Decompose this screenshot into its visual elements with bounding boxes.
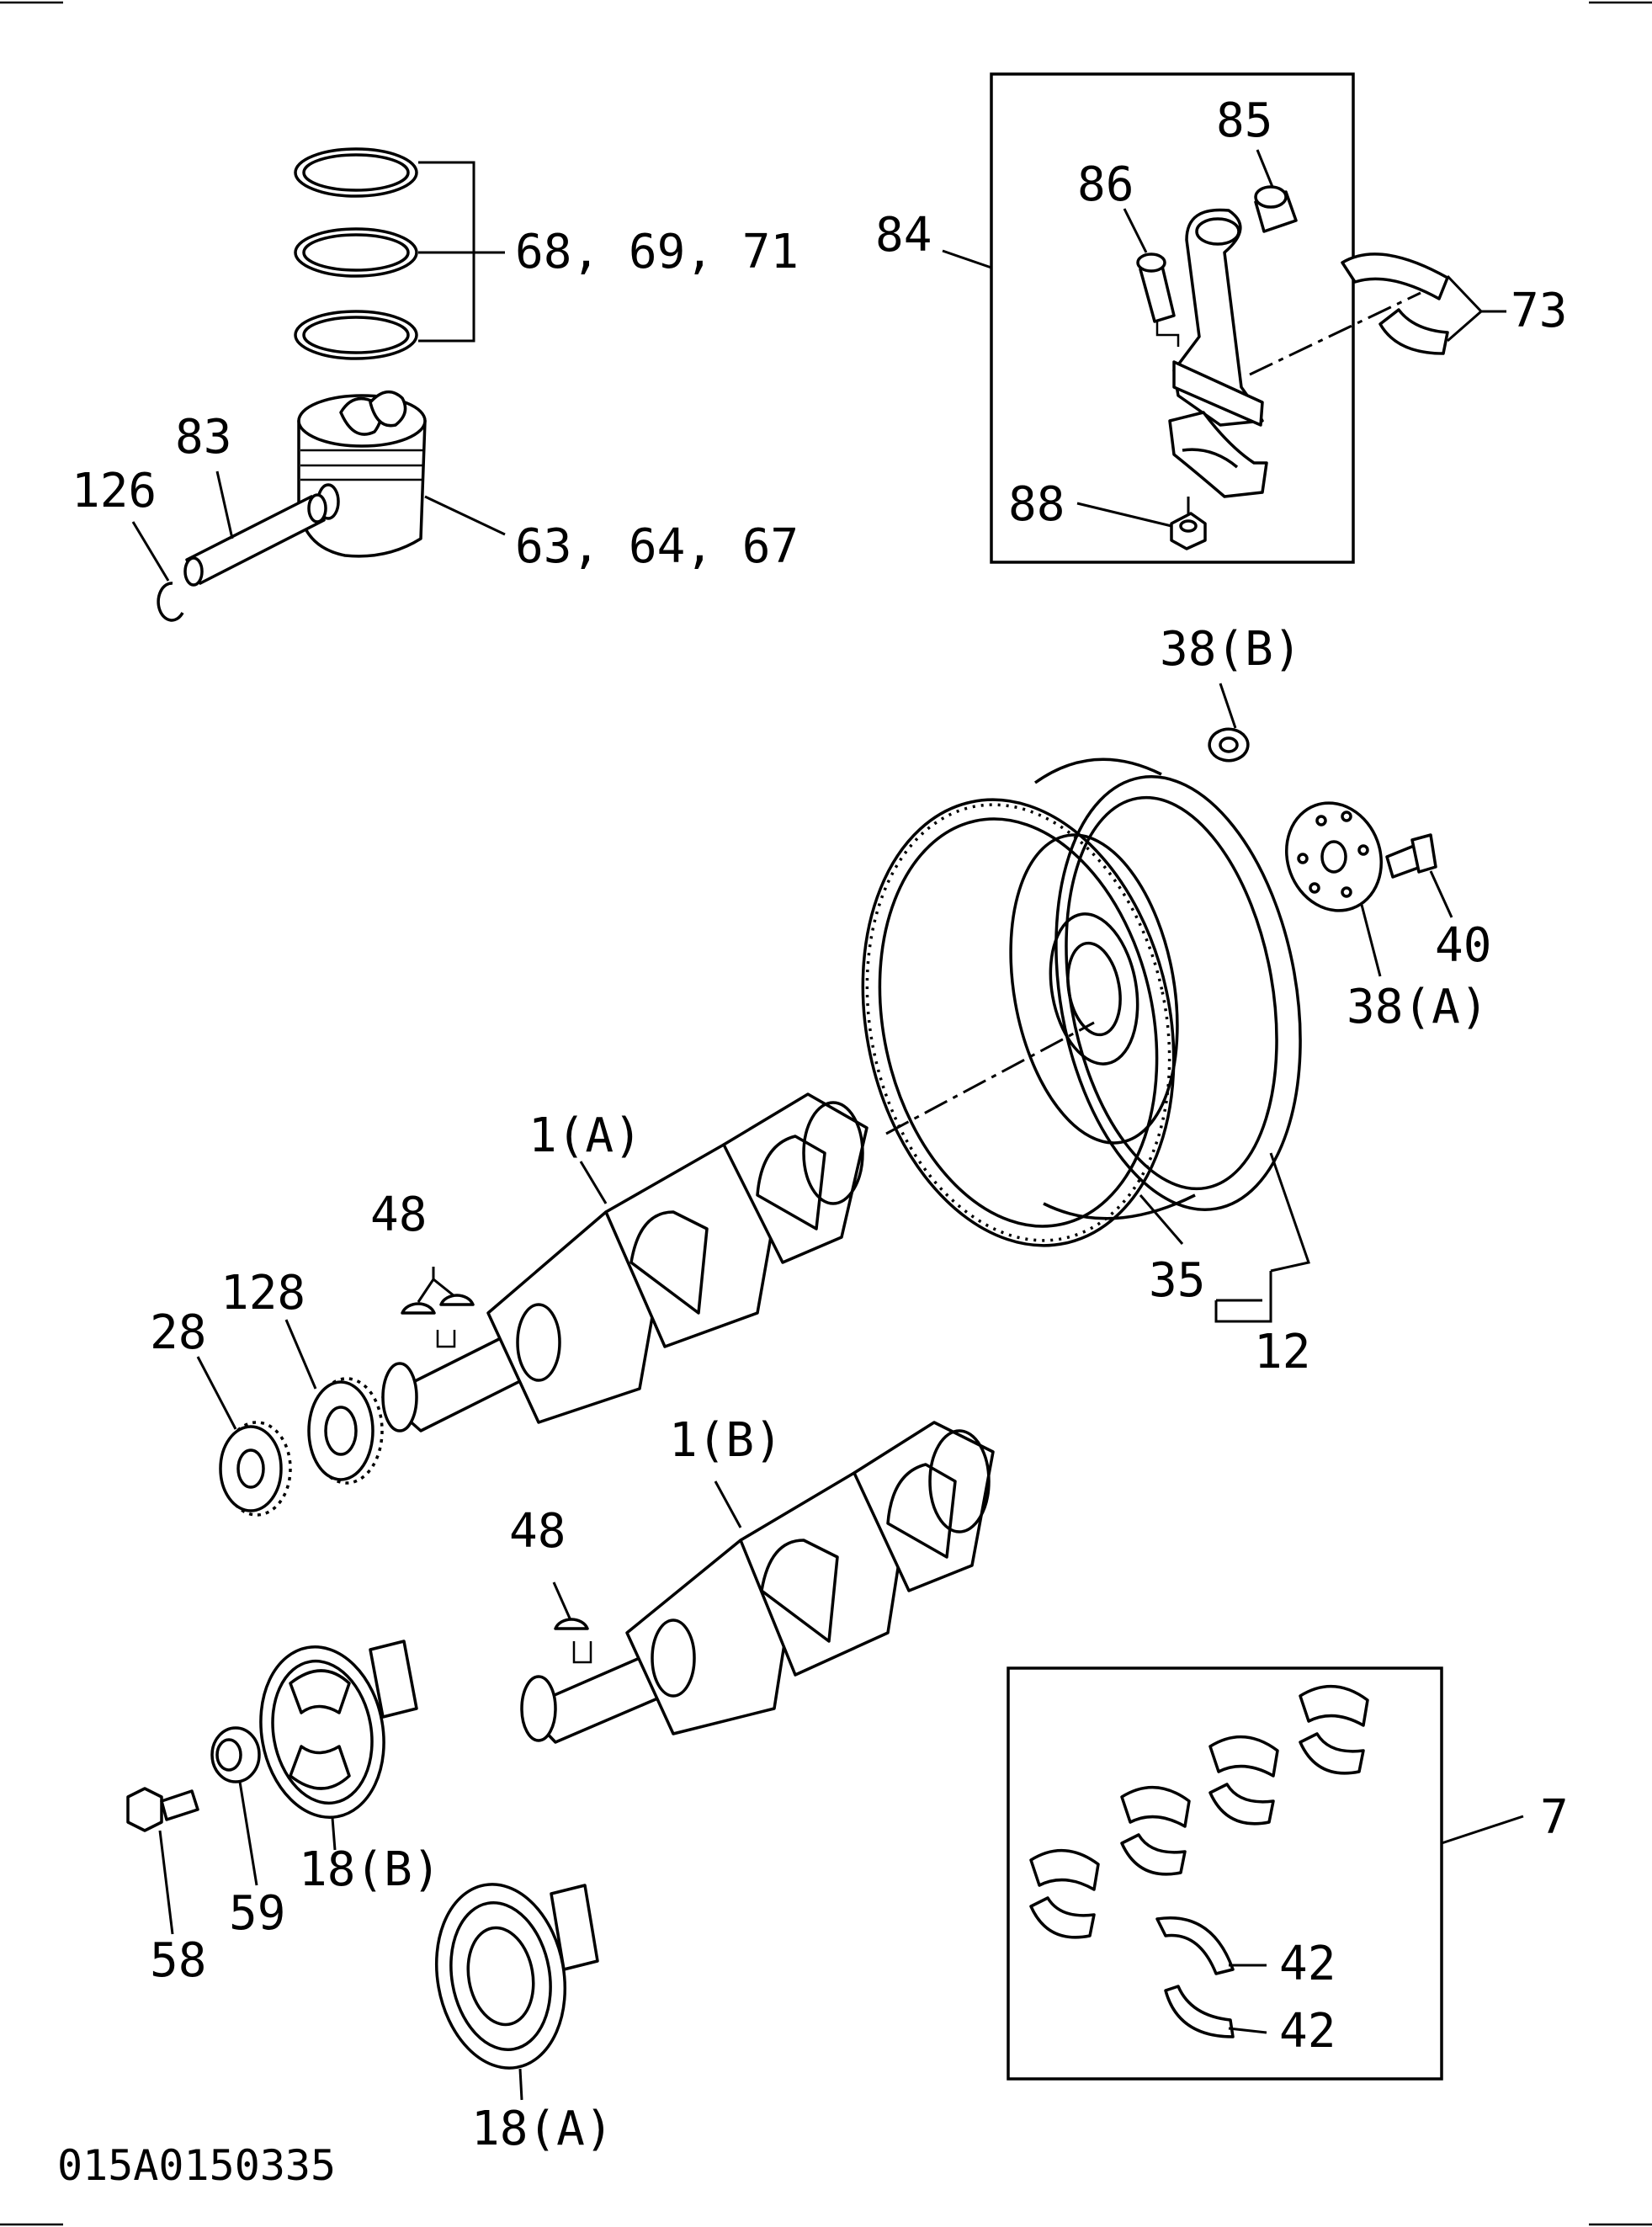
diagram-code: 015A0150335: [57, 2141, 336, 2190]
label-crank-a: 1(A): [529, 1108, 642, 1163]
ring-gear: [861, 798, 1310, 1323]
label-fw-bolt: 40: [1435, 918, 1491, 973]
crank-gear-28: [196, 1356, 292, 1517]
label-gear-128: 128: [220, 1266, 305, 1321]
snap-clip: [131, 521, 184, 622]
label-clip: 126: [72, 464, 157, 518]
bolt-58: [126, 1787, 199, 1935]
label-rings: 68, 69, 71: [515, 225, 799, 279]
label-key-a: 48: [370, 1188, 427, 1242]
label-rod-assy: 84: [875, 208, 932, 263]
piston-rings: [294, 147, 505, 360]
label-main-bearing: 7: [1540, 1790, 1569, 1845]
crank-gear-128: [284, 1319, 384, 1485]
label-washer-59: 59: [229, 1886, 285, 1941]
piston: [297, 390, 506, 558]
label-bushing: 85: [1216, 93, 1272, 148]
pulley-18a: [434, 1883, 599, 2101]
con-rod-assy: [942, 149, 1421, 550]
crankshaft-a: [381, 1092, 868, 1432]
flywheel-bolt: [1385, 833, 1453, 918]
con-rod-assy-box: [990, 72, 1355, 564]
flywheel: [1009, 757, 1302, 1220]
label-thrust-2: 42: [1279, 2004, 1336, 2059]
label-rod-nut: 88: [1008, 477, 1065, 532]
label-bolt-58: 58: [150, 1933, 206, 1988]
label-pin: 83: [175, 410, 231, 465]
plate-38a: [1284, 801, 1384, 977]
label-rod-bearing: 73: [1511, 284, 1567, 338]
label-ring-gear: 35: [1149, 1253, 1205, 1308]
piston-pin: [183, 470, 327, 587]
label-piston: 63, 64, 67: [515, 519, 799, 574]
thrust-washers: [1155, 1916, 1267, 2038]
callout-labels: 68, 69, 71 83 126 63, 64, 67 84 85 86 73…: [57, 93, 1569, 2190]
rod-bearing: [1341, 252, 1506, 355]
woodruff-key-b: [552, 1581, 592, 1664]
label-washer-38b: 38(B): [1160, 622, 1302, 677]
label-plate-38a: 38(A): [1347, 980, 1489, 1034]
label-pulley-18a: 18(A): [471, 2102, 614, 2156]
woodruff-key-a: [401, 1267, 475, 1348]
label-flywheel: 12: [1254, 1325, 1310, 1379]
label-pulley-18b: 18(B): [299, 1842, 441, 1897]
washer-59: [210, 1726, 261, 1886]
crankshaft-b: [520, 1421, 995, 1744]
label-key-b: 48: [509, 1504, 566, 1559]
label-crank-b: 1(B): [669, 1413, 783, 1468]
main-bearing-box: [1007, 1666, 1443, 2081]
label-gear-28: 28: [150, 1305, 206, 1360]
washer-38b: [1208, 683, 1250, 763]
pulley-18b: [259, 1640, 418, 1851]
main-bearings: [1029, 1685, 1524, 1939]
label-thrust-1: 42: [1279, 1937, 1336, 1991]
label-rod-bolt: 86: [1077, 157, 1134, 212]
